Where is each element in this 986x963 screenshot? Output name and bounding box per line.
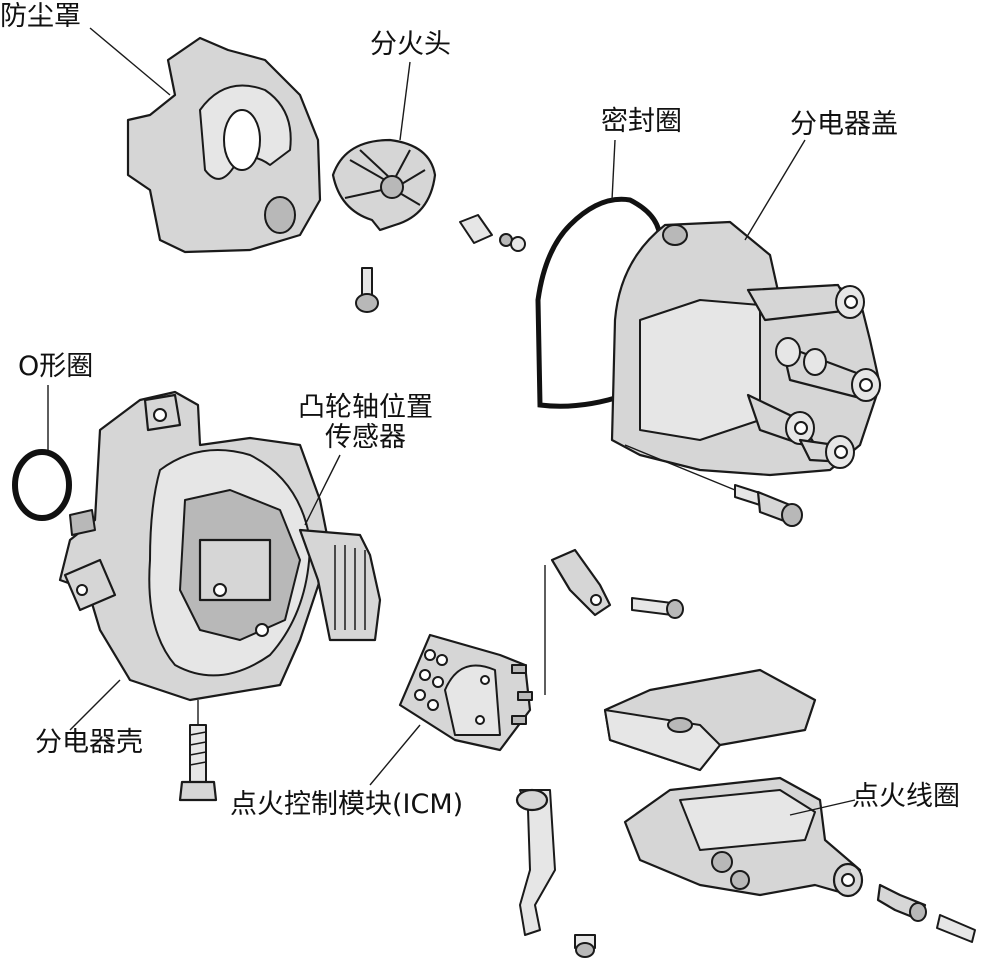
distributor-cap-part xyxy=(610,139,882,527)
o-ring-part xyxy=(12,385,72,521)
distributor-housing-part xyxy=(58,390,382,802)
label-o-ring: O形圈 xyxy=(18,351,94,382)
label-cam-sensor-line2: 传感器 xyxy=(325,421,406,453)
label-seal: 密封圈 xyxy=(601,106,682,137)
clip-part xyxy=(515,788,596,958)
icm-part xyxy=(369,548,684,786)
rotor-part xyxy=(331,61,437,313)
label-cam-sensor-line1: 凸轮轴位置 xyxy=(298,392,433,423)
label-dust-cover: 防尘罩 xyxy=(0,1,81,32)
label-icm: 点火控制模块(ICM) xyxy=(230,789,464,820)
ignition-coil-part xyxy=(623,776,976,943)
label-rotor: 分火头 xyxy=(370,29,451,60)
label-ignition-coil: 点火线圈 xyxy=(852,781,960,812)
spring-contact-part xyxy=(459,214,526,252)
seal-ring-part xyxy=(535,139,663,409)
coil-cover-part xyxy=(603,668,817,772)
dust-cover-part xyxy=(89,27,322,254)
label-cam-sensor: 凸轮轴位置 传感器 xyxy=(298,393,433,452)
label-distributor-cap: 分电器盖 xyxy=(790,109,898,140)
label-distributor-housing: 分电器壳 xyxy=(35,727,143,758)
